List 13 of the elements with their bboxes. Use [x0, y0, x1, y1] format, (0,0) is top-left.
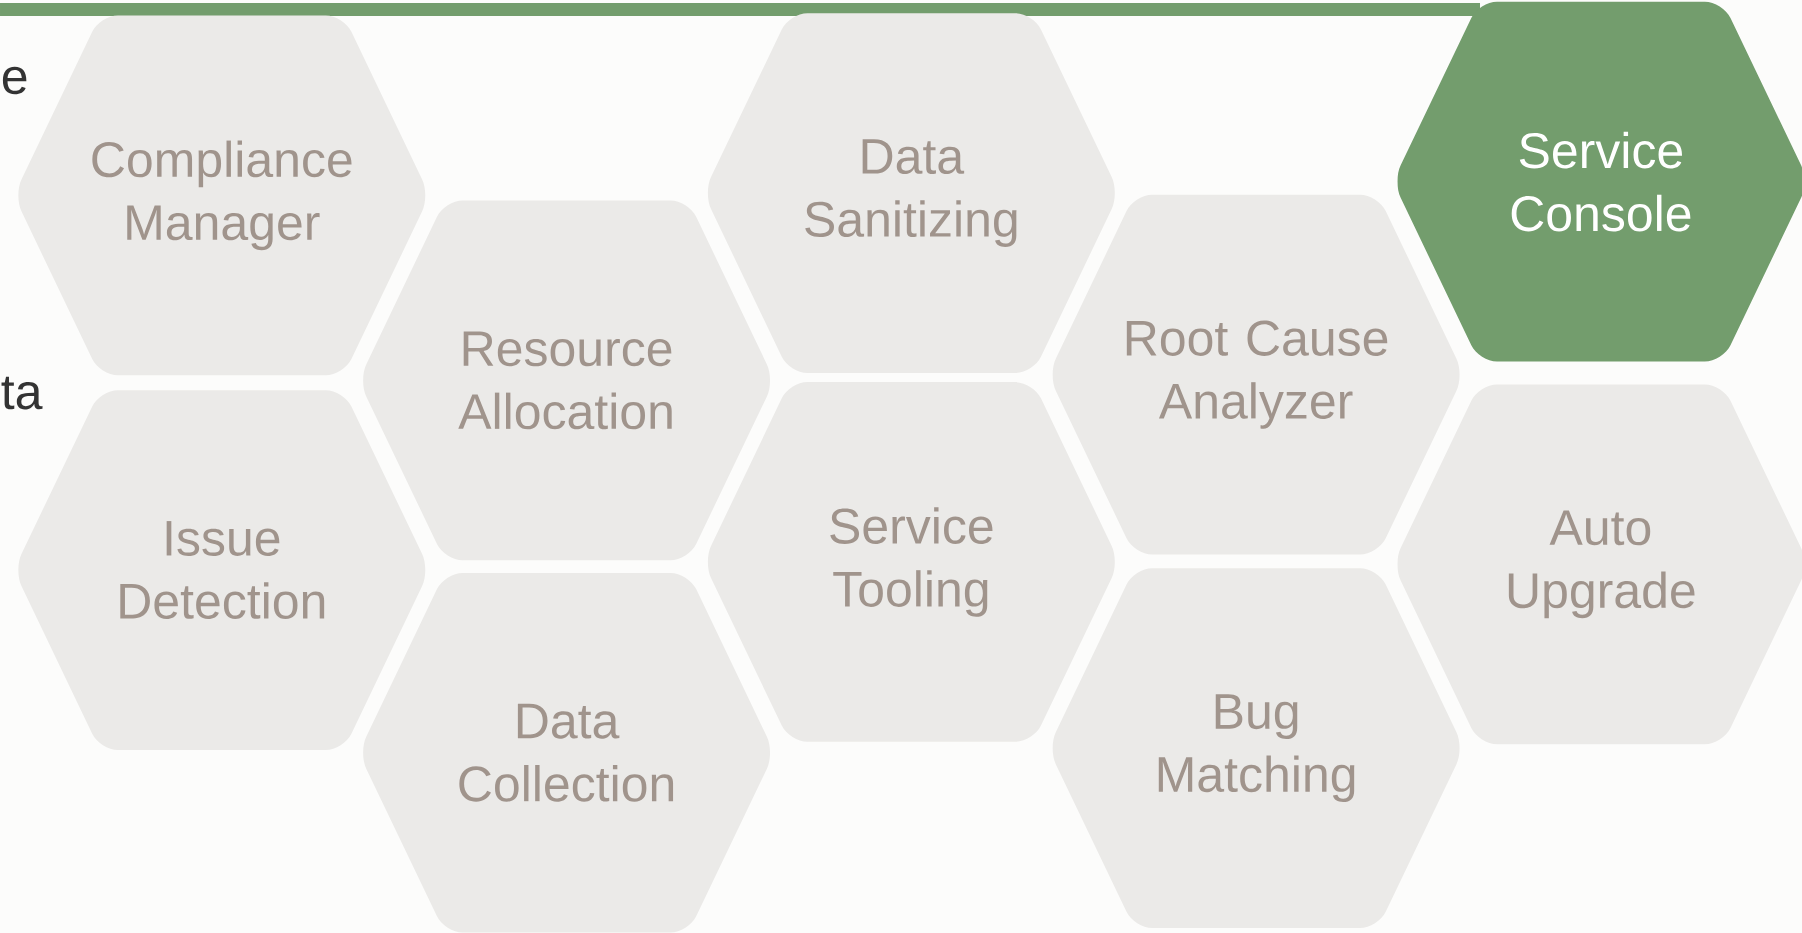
node-label: Resource Allocation: [458, 331, 672, 430]
hexagon: Service Console: [1397, 1, 1802, 362]
node-label: Service Tooling: [830, 507, 993, 617]
node-label: Root Cause Analyzer: [1126, 320, 1388, 429]
hexagon: Root Cause Analyzer: [1052, 194, 1460, 555]
hexagon: Data Sanitizing: [707, 13, 1115, 373]
hexagon: Bug Matching: [1052, 568, 1460, 928]
hexagon: Resource Allocation: [363, 200, 771, 561]
node-label: Issue Detection: [120, 521, 325, 619]
hexagon: Service Tooling: [707, 382, 1115, 742]
node-label: Auto Upgrade: [1508, 510, 1695, 619]
hexagon: Auto Upgrade: [1397, 384, 1802, 745]
hexagon: Data Collection: [363, 572, 771, 933]
